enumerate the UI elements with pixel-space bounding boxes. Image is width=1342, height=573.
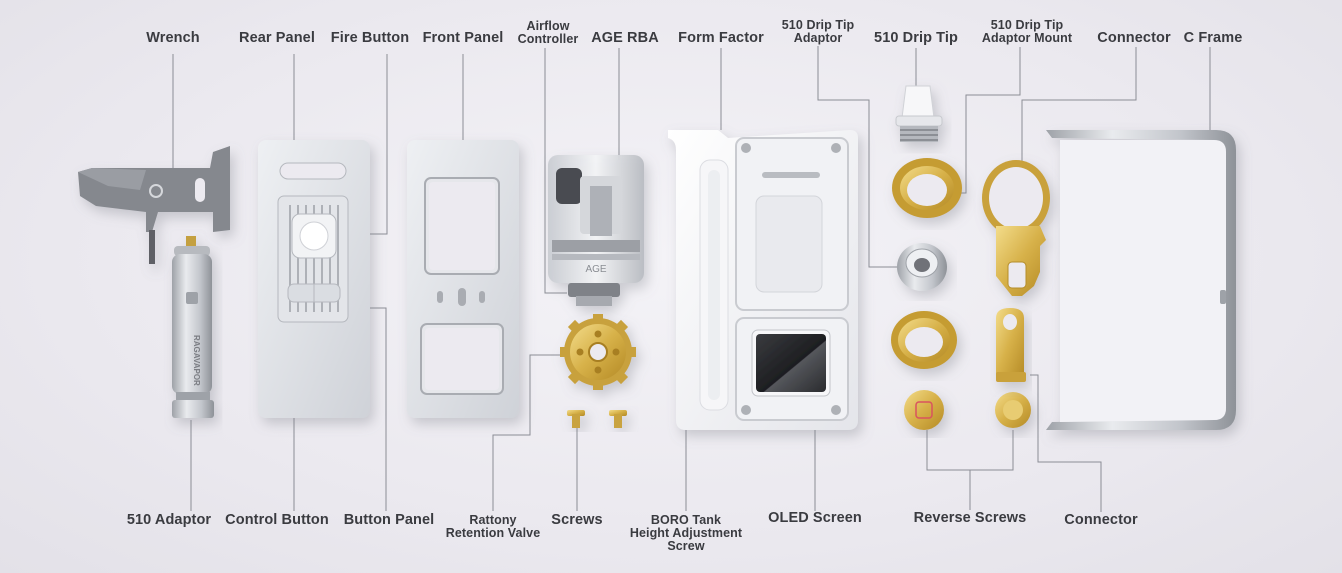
drip-tip-part	[895, 85, 943, 142]
reverse-screws-part	[904, 390, 1031, 430]
label-fire-button: Fire Button	[330, 30, 410, 46]
tank-logo: AGE	[585, 264, 606, 275]
label-rattony-line1: Rattony	[469, 513, 517, 527]
gold-ring-part	[891, 311, 957, 369]
drip-tip-adaptor-part	[897, 243, 947, 291]
label-airflow-line2: Controller	[517, 32, 579, 46]
label-oled-screen: OLED Screen	[768, 510, 862, 526]
label-wrench: Wrench	[146, 30, 200, 46]
label-boro-line1: BORO Tank	[650, 513, 722, 527]
label-button-panel: Button Panel	[343, 512, 435, 528]
label-connector-bottom: Connector	[1064, 512, 1138, 528]
connector-clip-part	[996, 308, 1026, 382]
label-airflow-controller: Airflow Controller	[518, 20, 579, 46]
screws-part	[567, 410, 627, 428]
wrench-part	[78, 146, 230, 264]
label-age-rba: AGE RBA	[591, 30, 659, 46]
age-rba-part: AGE	[548, 155, 644, 306]
label-reverse-screws: Reverse Screws	[913, 510, 1027, 526]
label-screws: Screws	[551, 512, 603, 528]
label-drip-tip-adaptor-line2: Adaptor	[793, 31, 843, 45]
label-rear-panel: Rear Panel	[239, 30, 315, 46]
drip-tip-mount-clip	[982, 160, 1050, 296]
label-form-factor: Form Factor	[678, 30, 764, 46]
label-boro-line2: Height Adjustment	[629, 526, 743, 540]
adaptor-engraving: RAGAVAPOR	[192, 335, 201, 386]
label-510-adaptor: 510 Adaptor	[126, 512, 212, 528]
front-panel-part	[407, 140, 519, 418]
label-front-panel: Front Panel	[422, 30, 504, 46]
adaptor-510-part: RAGAVAPOR	[172, 236, 214, 418]
label-airflow-line1: Airflow	[526, 19, 570, 33]
label-rattony-line2: Retention Valve	[445, 526, 541, 540]
form-factor-part	[668, 130, 858, 430]
rear-panel-part	[258, 140, 370, 418]
label-drip-tip-adaptor: 510 Drip Tip Adaptor	[782, 19, 855, 45]
label-drip-tip-adaptor-line1: 510 Drip Tip	[781, 18, 855, 32]
label-drip-tip-mount-line1: 510 Drip Tip	[990, 18, 1064, 32]
label-control-button: Control Button	[225, 512, 329, 528]
label-connector-top: Connector	[1097, 30, 1171, 46]
label-drip-tip-mount: 510 Drip Tip Adaptor Mount	[982, 19, 1072, 45]
label-boro-line3: Screw	[667, 539, 705, 553]
label-rattony-valve: Rattony Retention Valve	[446, 514, 541, 540]
label-drip-tip-mount-line2: Adaptor Mount	[981, 31, 1073, 45]
label-c-frame: C Frame	[1183, 30, 1243, 46]
label-drip-tip: 510 Drip Tip	[874, 30, 958, 46]
rattony-valve-part	[560, 314, 636, 390]
label-boro-tank-screw: BORO Tank Height Adjustment Screw	[630, 514, 742, 553]
drip-tip-mount-ring	[892, 158, 962, 218]
c-frame-part	[1046, 130, 1236, 430]
